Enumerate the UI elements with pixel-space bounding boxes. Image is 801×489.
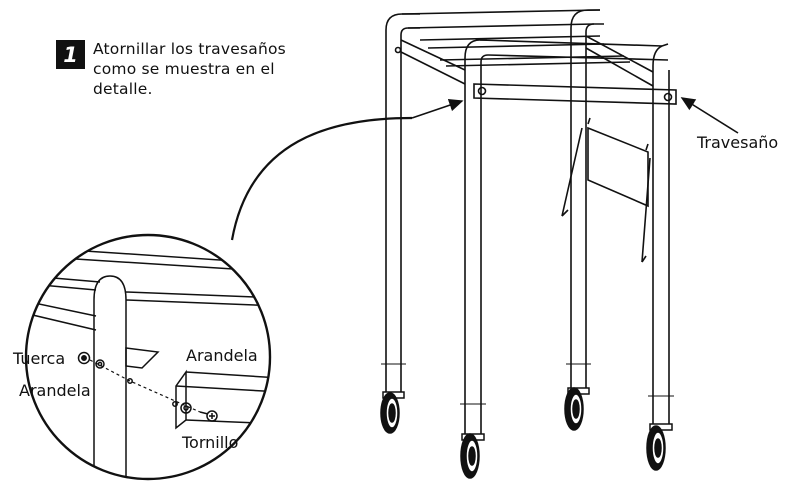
caster-back-left — [380, 391, 405, 434]
cart-frame — [381, 9, 677, 434]
nut-label: Tuerca — [13, 349, 66, 368]
washer-left-label: Arandela — [19, 381, 91, 400]
front-left-post — [464, 39, 487, 420]
step-instruction: Atornillar los travesaños como se muestr… — [93, 39, 333, 99]
caster-front-right — [646, 423, 673, 471]
caster-front-left — [460, 433, 485, 479]
detail-leader-curve — [230, 116, 413, 241]
instruction-line-3: detalle. — [93, 80, 153, 98]
casters — [380, 387, 673, 479]
washer-right-label: Arandela — [186, 346, 258, 365]
instruction-line-1: Atornillar los travesaños — [93, 40, 286, 58]
crossbar-arrow — [680, 97, 739, 134]
crossbar-label: Travesaño — [697, 133, 779, 152]
step-number-badge: 1 — [56, 40, 85, 69]
detail-arrow — [411, 99, 464, 119]
caster-back-right — [564, 387, 590, 431]
front-crossbar — [473, 83, 677, 105]
screw-label: Tornillo — [182, 433, 239, 452]
instruction-line-2: como se muestra en el — [93, 60, 275, 78]
back-left-post — [385, 13, 420, 380]
